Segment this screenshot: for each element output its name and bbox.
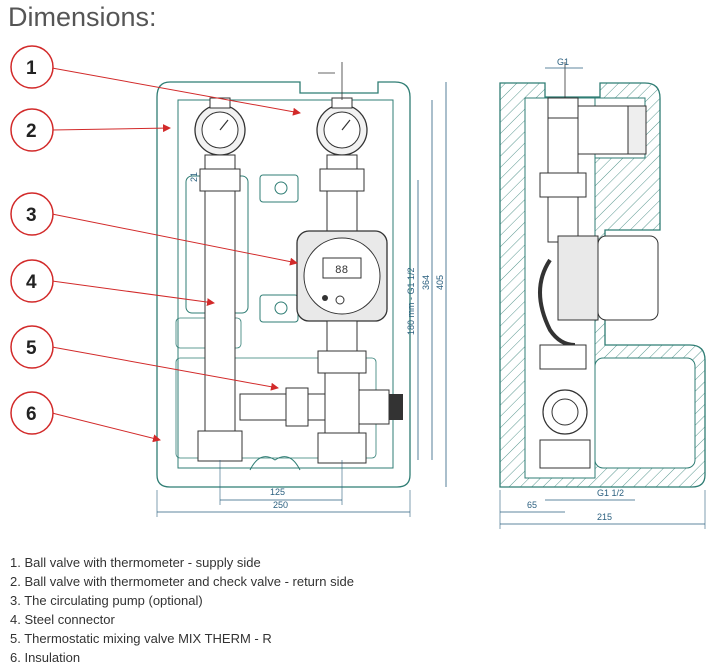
callouts: 1 2 3 4 5 6 — [10, 45, 301, 443]
side-view — [499, 62, 706, 488]
legend-item: 6. Insulation — [10, 650, 81, 665]
callout-2: 2 — [10, 108, 54, 152]
technical-drawing: 88 125 250 180 mm - G1 1/2 364 405 21 — [10, 45, 706, 529]
legend: 1. Ball valve with thermometer - supply … — [10, 553, 354, 667]
callout-6: 6 — [10, 391, 54, 435]
dim-215: 215 — [597, 512, 612, 522]
svg-text:1: 1 — [26, 58, 37, 79]
dim-g1-1-2: G1 1/2 — [597, 488, 624, 498]
callout-3: 3 — [10, 192, 54, 236]
callout-1: 1 — [10, 45, 54, 89]
svg-text:3: 3 — [26, 205, 37, 226]
callout-5: 5 — [10, 325, 54, 369]
dim-364: 364 — [421, 275, 431, 290]
dim-65: 65 — [527, 500, 537, 510]
dim-405: 405 — [435, 275, 445, 290]
svg-text:2: 2 — [26, 121, 37, 142]
dim-250: 250 — [273, 500, 288, 510]
svg-text:88: 88 — [335, 265, 348, 277]
dim-125: 125 — [270, 487, 285, 497]
front-view: 88 — [156, 62, 411, 488]
callout-4: 4 — [10, 259, 54, 303]
dim-g1: G1 — [557, 57, 569, 67]
svg-text:4: 4 — [26, 272, 37, 293]
insulation-outline — [156, 81, 411, 488]
legend-item: 1. Ball valve with thermometer - supply … — [10, 555, 261, 570]
dim-180: 180 mm - G1 1/2 — [406, 267, 416, 335]
svg-text:5: 5 — [26, 338, 37, 359]
legend-item: 3. The circulating pump (optional) — [10, 593, 203, 608]
marker-21: 21 — [189, 172, 199, 182]
svg-text:6: 6 — [26, 404, 37, 425]
page-title: Dimensions: — [8, 2, 157, 32]
legend-item: 5. Thermostatic mixing valve MIX THERM -… — [10, 631, 272, 646]
front-dimensions: 125 250 180 mm - G1 1/2 364 405 21 — [156, 82, 447, 517]
legend-item: 2. Ball valve with thermometer and check… — [10, 574, 354, 589]
legend-item: 4. Steel connector — [10, 612, 115, 627]
side-dimensions: G1 G1 1/2 65 215 — [499, 57, 706, 529]
